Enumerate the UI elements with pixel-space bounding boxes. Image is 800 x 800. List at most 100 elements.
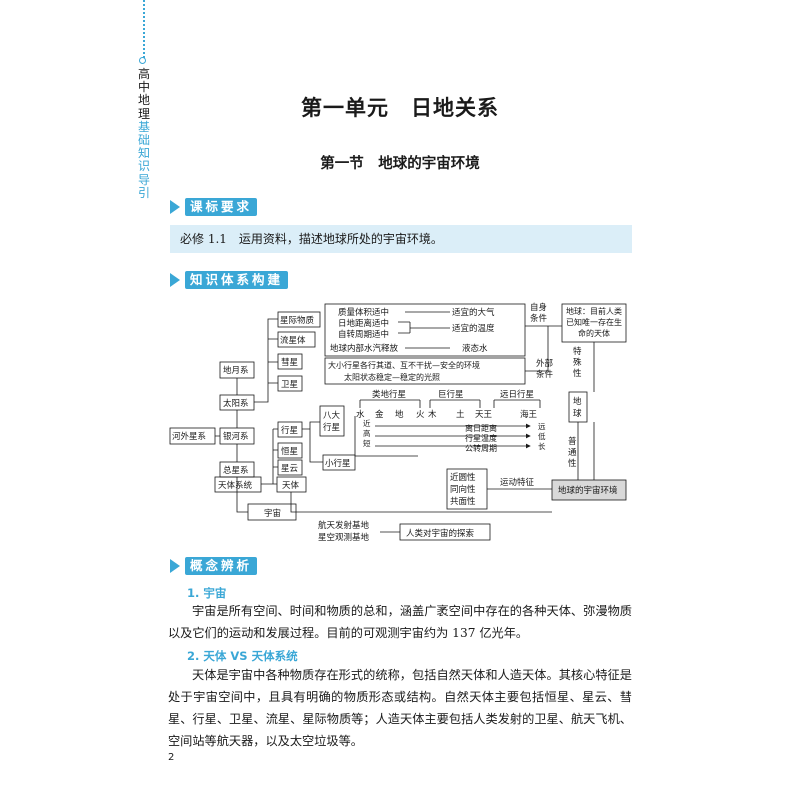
- label-weixing: 卫星: [281, 380, 298, 390]
- section-header-concept: 概念辨析: [170, 556, 258, 576]
- label-tianti-xitong: 天体系统: [218, 480, 253, 491]
- label-res-3: 液态水: [462, 343, 488, 354]
- header-label: 课标要求: [185, 198, 258, 216]
- box-huixing: [277, 353, 303, 370]
- planet-5: 土: [456, 409, 465, 420]
- label-liuxingti: 流星体: [280, 335, 306, 346]
- label-diqiu-2: 球: [573, 408, 582, 419]
- concept-heading-1: 1. 宇宙: [187, 586, 227, 600]
- box-xingyun: [277, 459, 303, 476]
- earth-unique-text-wrap: 地球：目前人类已知唯一存在生命的天体: [566, 307, 622, 338]
- label-diyuexi: 地月系: [223, 365, 249, 376]
- label-self-2: 日地距离适中: [338, 318, 389, 329]
- label-hengxing: 恒星: [281, 446, 298, 457]
- label-arrow-2: 行星温度: [465, 433, 497, 443]
- label-bada-1: 八大: [323, 410, 341, 421]
- header-label: 知识体系构建: [185, 271, 289, 289]
- label-gao: 高: [363, 428, 371, 438]
- label-xiaoxingxing: 小行星: [325, 458, 351, 469]
- side-tab-part1: 高中地理: [137, 67, 150, 121]
- label-duan: 短: [363, 438, 371, 448]
- label-di: 低: [538, 431, 546, 441]
- planet-4: 木: [428, 409, 437, 420]
- label-common-3: 共面性: [450, 496, 476, 507]
- label-yuzhou: 宇宙: [264, 508, 281, 519]
- side-tab: 高中地理基础知识导引: [135, 67, 153, 200]
- label-base-2: 星空观测基地: [318, 532, 370, 543]
- box-xingxing: [277, 421, 303, 438]
- box-hengxing: [277, 442, 303, 459]
- label-zishen-1: 自身: [530, 302, 547, 313]
- planet-7: 海王: [520, 409, 538, 420]
- label-teshuxing-3: 性: [573, 368, 582, 379]
- label-teshuxing-2: 殊: [573, 357, 582, 368]
- arrow-icon: [170, 559, 180, 573]
- label-yuan: 远日行星: [500, 389, 534, 400]
- planet-2: 地: [395, 409, 404, 420]
- label-ext-1: 大小行星各行其道、互不干扰—安全的环境: [328, 360, 480, 370]
- box-tianti: [276, 476, 307, 493]
- label-yinhexi: 银河系: [223, 431, 249, 442]
- side-tab-dots: [143, 0, 145, 58]
- knowledge-diagram: 河外星系 银河系 总星系 天体系统 天体 宇宙 地月系 太阳系 星际物质 流星体…: [169, 302, 627, 543]
- label-diqiu-1: 地: [573, 396, 582, 407]
- section-title: 第一节 地球的宇宙环境: [320, 156, 480, 172]
- label-arrow-3: 公转周期: [465, 443, 497, 453]
- label-res-1: 适宜的大气: [452, 307, 495, 318]
- planet-6: 天王: [475, 410, 493, 420]
- label-ext-2: 太阳状态稳定—稳定的光照: [344, 372, 440, 382]
- page-number: 2: [168, 752, 175, 763]
- box-xingji-wuzhi: [277, 311, 321, 328]
- box-bada: [319, 405, 345, 437]
- label-base-1: 航天发射基地: [318, 520, 370, 531]
- label-yuan2: 远: [538, 422, 546, 431]
- label-xingyun: 星云: [281, 464, 299, 474]
- label-explore: 人类对宇宙的探索: [406, 528, 474, 539]
- label-putongxing-2: 通: [568, 447, 577, 458]
- box-tianti-xitong: [214, 476, 262, 493]
- label-earth-box: 地球：目前人类已知唯一存在生命的天体: [566, 307, 622, 338]
- box-env: [551, 479, 627, 501]
- label-self-4: 地球内部水汽释放: [330, 343, 399, 354]
- label-jin: 近: [363, 418, 371, 428]
- label-common-1: 近圆性: [450, 472, 476, 483]
- arrow-icon: [170, 273, 180, 287]
- planet-0: 水: [356, 409, 365, 420]
- unit-title: 第一单元 日地关系: [301, 95, 499, 120]
- label-motion: 运动特征: [500, 477, 535, 488]
- box-liuxingti: [277, 331, 316, 348]
- label-env-box: 地球的宇宙环境: [558, 485, 618, 496]
- label-xingxing: 行星: [281, 425, 298, 436]
- label-self-3: 自转周期适中: [338, 329, 389, 340]
- label-teshuxing-1: 特: [573, 346, 582, 357]
- label-hewaixingxi: 河外星系: [172, 431, 206, 442]
- section-header-standard: 课标要求: [170, 197, 258, 217]
- label-tianti: 天体: [282, 480, 300, 491]
- label-bada-2: 行星: [323, 422, 340, 433]
- side-tab-circle: [139, 57, 146, 64]
- box-xiaoxingxing: [322, 454, 356, 471]
- label-common-2: 同向性: [450, 484, 476, 495]
- label-chang: 长: [538, 441, 546, 451]
- label-putongxing-3: 性: [568, 458, 577, 469]
- label-res-2: 适宜的温度: [452, 323, 495, 334]
- label-taiyangxi: 太阳系: [223, 398, 249, 409]
- label-arrow-1: 离日距离: [465, 423, 497, 433]
- label-zongxingxi: 总星系: [223, 465, 249, 476]
- label-ju: 巨行星: [438, 389, 464, 400]
- section-header-knowledge: 知识体系构建: [170, 270, 289, 290]
- box-self-conditions: [324, 303, 526, 357]
- concept-heading-2: 2. 天体 VS 天体系统: [187, 649, 298, 663]
- requirement-box: 必修 1.1 运用资料，描述地球所处的宇宙环境。: [170, 225, 632, 253]
- concept-paragraph-2: 天体是宇宙中各种物质存在形式的统称，包括自然天体和人造天体。其核心特征是处于宇宙…: [168, 668, 632, 748]
- arrow-icon: [170, 200, 180, 214]
- label-self-1: 质量体积适中: [338, 307, 389, 318]
- box-weixing: [277, 375, 303, 392]
- planet-3: 火: [416, 410, 425, 420]
- header-label: 概念辨析: [185, 557, 258, 575]
- label-huixing: 彗星: [281, 357, 298, 368]
- label-waibu-1: 外部: [536, 358, 554, 369]
- label-zishen-2: 条件: [530, 313, 548, 324]
- side-tab-part2: 基础知识导引: [137, 119, 150, 200]
- label-waibu-2: 条件: [536, 369, 554, 380]
